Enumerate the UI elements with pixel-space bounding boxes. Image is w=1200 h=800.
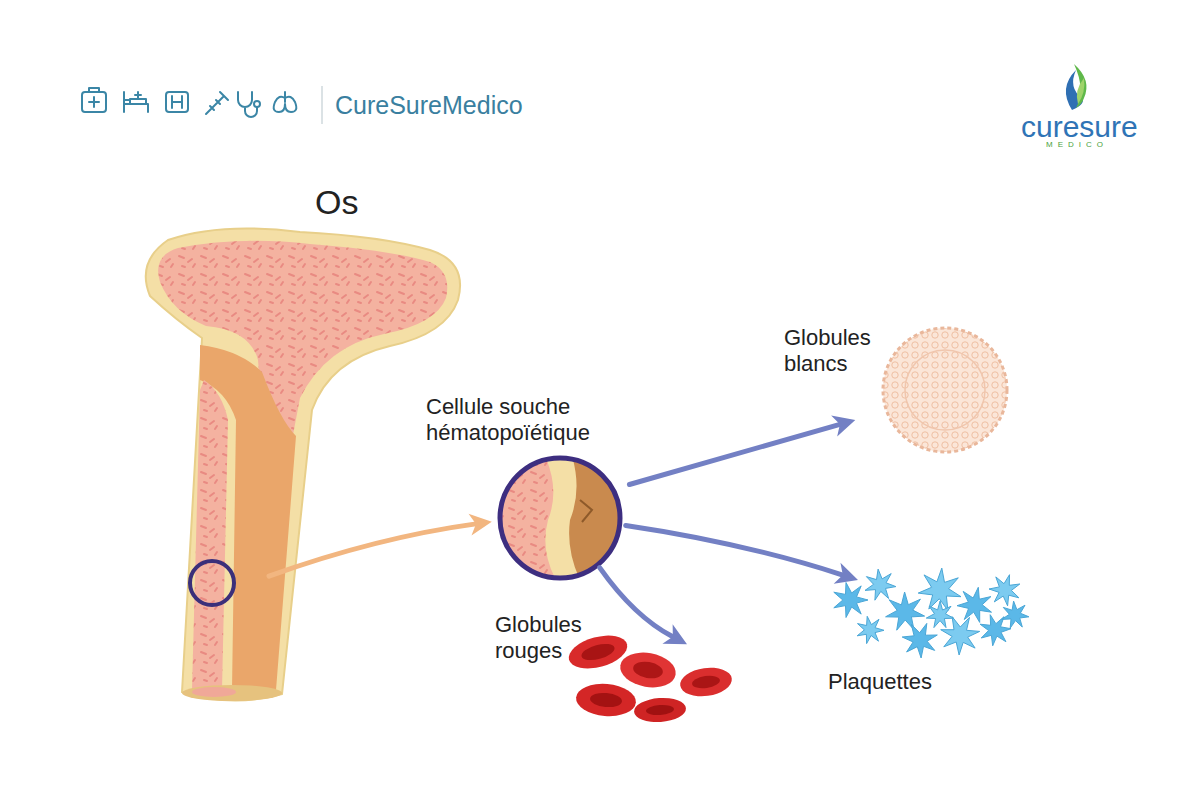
platelet-shape bbox=[834, 583, 868, 618]
platelet-node: Plaquettes bbox=[830, 565, 1030, 665]
bone-node: Os bbox=[145, 232, 463, 697]
platelet-shape bbox=[857, 616, 884, 643]
platelet-shape bbox=[1002, 601, 1029, 628]
header-divider bbox=[321, 86, 323, 124]
flow-arrow bbox=[626, 525, 858, 583]
flow-arrow bbox=[629, 415, 855, 484]
arrow-head bbox=[662, 624, 687, 644]
header-brand: CureSureMedico bbox=[335, 92, 523, 120]
white-cell-node: Globules blancs bbox=[880, 325, 1010, 455]
zoom-illustration bbox=[498, 456, 622, 580]
node-heading: Plaquettes bbox=[828, 669, 988, 695]
node-heading: Cellule souche hématopoïétique bbox=[426, 394, 626, 446]
flow-arrow bbox=[269, 514, 492, 576]
bone-drawing bbox=[146, 228, 460, 701]
red-cell-node: Globules rouges bbox=[575, 640, 735, 725]
arrow-head bbox=[831, 415, 855, 436]
arrow-shaft bbox=[629, 424, 839, 484]
arrow-head bbox=[469, 514, 492, 536]
platelet-shape bbox=[957, 587, 992, 622]
platelet-shape bbox=[941, 617, 980, 655]
logo-text: curesure bbox=[1021, 110, 1138, 143]
node-heading: Globules blancs bbox=[784, 325, 876, 377]
arrow-head bbox=[834, 563, 858, 584]
platelets bbox=[834, 568, 1029, 658]
platelet-shape bbox=[902, 623, 937, 658]
logo-subtext: MEDICO bbox=[1046, 141, 1108, 150]
arrow-shaft bbox=[269, 524, 476, 576]
header-icons bbox=[82, 88, 296, 117]
flow-arrow bbox=[600, 568, 687, 645]
platelet-shape bbox=[886, 592, 925, 630]
logo-flame bbox=[1066, 64, 1087, 110]
arrow-shaft bbox=[600, 568, 673, 637]
stem-cell-node: Cellule souche hématopoïétique bbox=[498, 456, 622, 580]
red-cells bbox=[565, 630, 734, 724]
node-heading: Globules rouges bbox=[495, 612, 590, 664]
arrow-shaft bbox=[626, 525, 843, 575]
platelet-shape bbox=[989, 575, 1020, 606]
node-heading: Os bbox=[315, 182, 395, 222]
white-cell bbox=[883, 328, 1007, 452]
platelet-shape bbox=[865, 569, 896, 600]
platelet-shape bbox=[926, 601, 953, 628]
